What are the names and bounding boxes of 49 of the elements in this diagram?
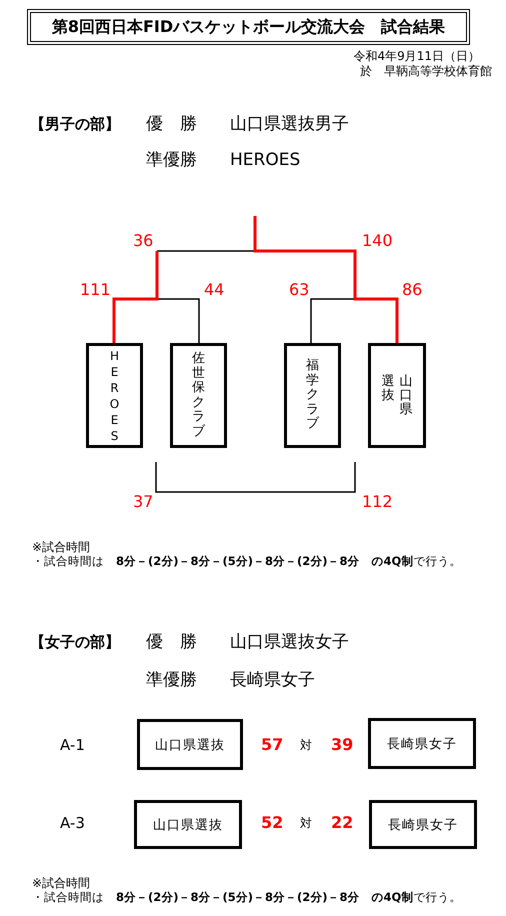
team-box: [368, 718, 476, 769]
award-label: 準優勝: [146, 150, 197, 170]
note-text: ・試合時間は 8分－(2分)－8分－(5分)－8分－(2分)－8分 の4Q制で行う。: [32, 555, 462, 569]
score: 140: [362, 231, 393, 251]
score: 111: [80, 280, 111, 300]
title: 第8回西日本FIDバスケットボール交流大会 試合結果: [52, 16, 446, 38]
team-name: 福学クラブ: [306, 359, 320, 432]
team-name: 長崎県女子: [230, 670, 315, 690]
team-name: 長崎県女子: [387, 736, 457, 752]
venue: 於 早鞆高等学校体育館: [360, 64, 492, 78]
team-name: 長崎県女子: [388, 816, 458, 834]
team-box: [137, 719, 243, 770]
team-name: 佐世保クラブ: [192, 352, 206, 439]
team-name: HEROES: [108, 348, 120, 444]
score: 112: [362, 492, 393, 512]
score: 36: [133, 231, 154, 251]
score: 44: [204, 280, 224, 300]
team-name: 山口県選抜: [155, 736, 225, 754]
score: 37: [133, 492, 154, 512]
score: 63: [289, 280, 310, 300]
note-heading: ※試合時間: [32, 540, 90, 554]
team-name: 山口県選抜男子: [230, 114, 349, 134]
note-text: ・試合時間は 8分－(2分)－8分－(5分)－8分－(2分)－8分 の4Q制で行う。: [32, 891, 462, 905]
team-box: [369, 800, 477, 849]
versus-label: 対: [300, 816, 312, 830]
team-box: [134, 800, 242, 849]
division-heading: 【女子の部】: [30, 633, 120, 651]
award-label: 優 勝: [146, 632, 197, 652]
team-box: [368, 343, 426, 448]
division-heading: 【男子の部】: [30, 115, 120, 133]
team-box: [170, 343, 227, 448]
match-number: A-3: [60, 814, 85, 832]
award-label: 優 勝: [146, 114, 197, 134]
score: 57: [261, 735, 284, 755]
versus-label: 対: [300, 738, 312, 752]
team-name: 山口県選抜女子: [230, 632, 349, 652]
score: 86: [402, 280, 422, 300]
team-box: [284, 343, 341, 448]
note-heading: ※試合時間: [32, 876, 90, 890]
score: 39: [331, 735, 354, 755]
date: 令和4年9月11日（日）: [353, 48, 480, 64]
award-label: 準優勝: [146, 670, 197, 690]
team-name: 山口県選抜: [153, 816, 223, 834]
score: 52: [261, 813, 284, 833]
match-number: A-1: [60, 736, 85, 754]
team-name: 山口県選抜: [381, 374, 413, 416]
team-box: [86, 343, 143, 448]
score: 22: [331, 813, 354, 833]
team-name: HEROES: [230, 150, 300, 170]
